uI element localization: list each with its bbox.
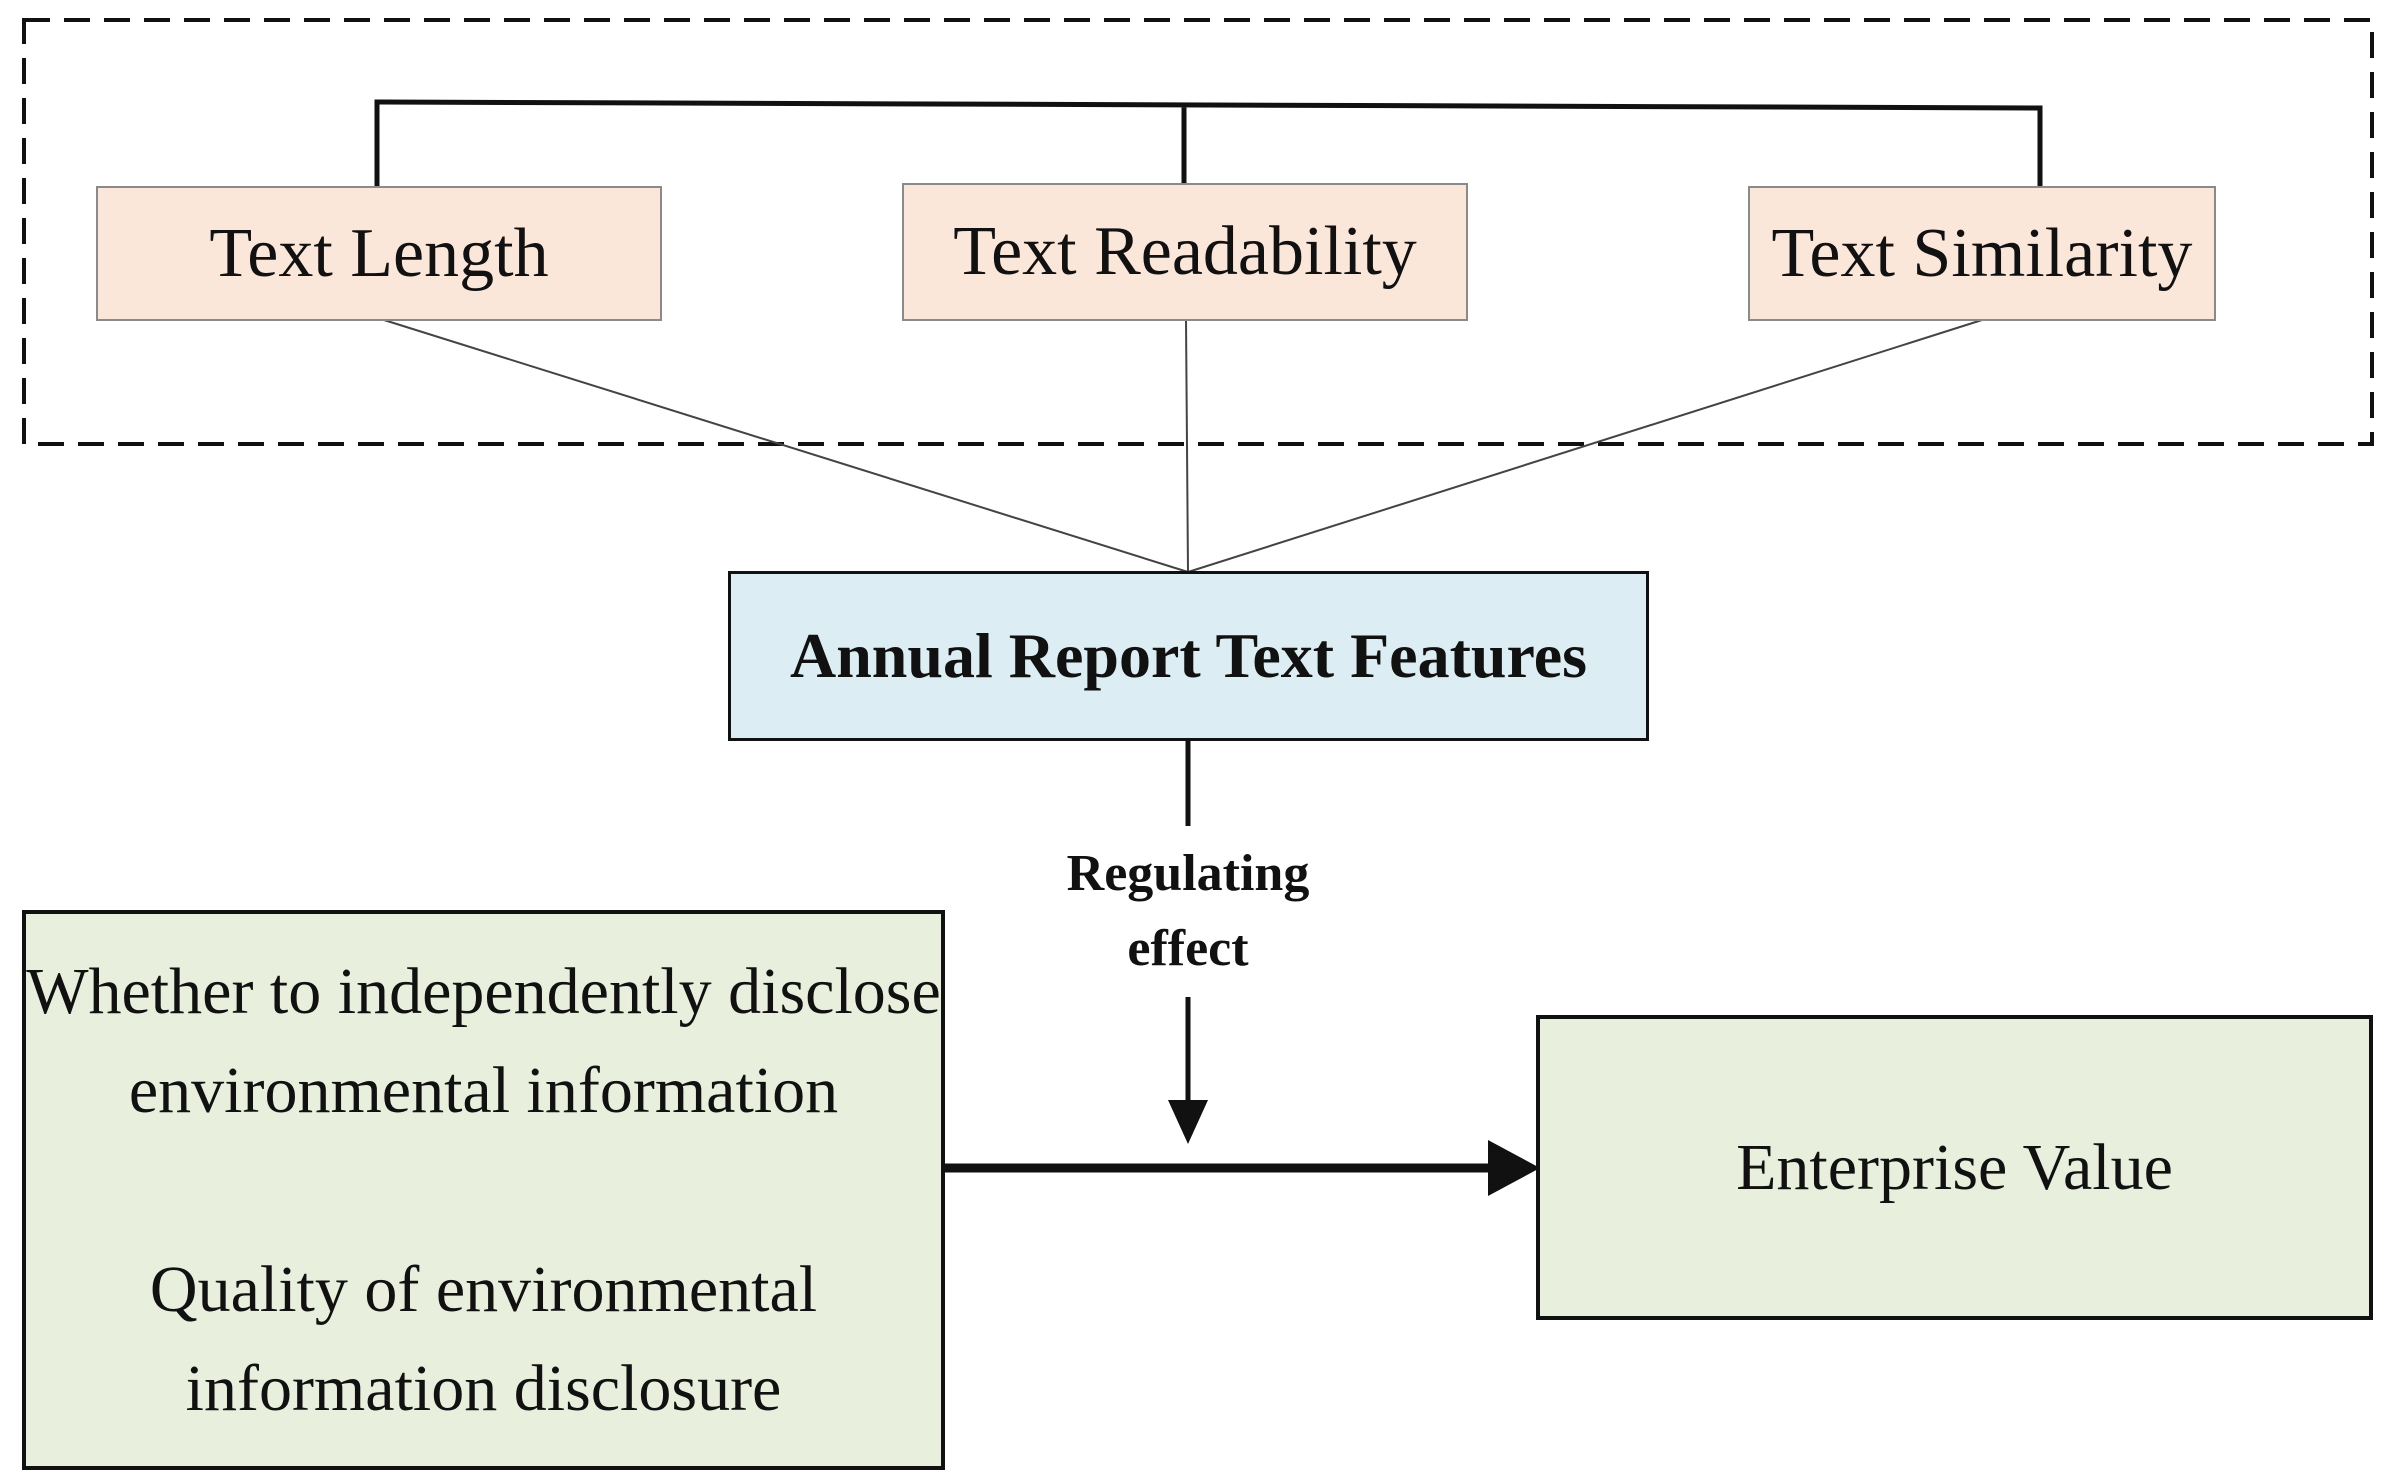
independent-line4: information disclosure	[185, 1352, 782, 1425]
feature-group-outline	[22, 18, 2374, 446]
feature-box-text-length: Text Length	[96, 186, 662, 321]
moderator-arrowhead	[1168, 1100, 1208, 1144]
dependent-label: Enterprise Value	[1736, 1131, 2173, 1204]
moderator-label-line2: effect	[1127, 920, 1249, 978]
feature-label-text-similarity: Text Similarity	[1771, 214, 2193, 292]
dependent-variable-box: Enterprise Value	[1536, 1015, 2373, 1320]
connector-similarity-to-central	[1187, 319, 1983, 573]
connector-length-to-central	[383, 319, 1189, 573]
feature-bracket	[374, 99, 2043, 187]
feature-box-text-similarity: Text Similarity	[1748, 186, 2216, 321]
connector-readability-to-central	[1185, 319, 1189, 573]
independent-line1: Whether to independently disclose	[26, 955, 941, 1028]
main-effect-arrowhead	[1488, 1140, 1540, 1196]
central-label: Annual Report Text Features	[789, 620, 1588, 691]
independent-variable-box: Whether to independently disclose enviro…	[22, 910, 945, 1470]
feature-label-text-length: Text Length	[209, 214, 549, 292]
feature-box-text-readability: Text Readability	[902, 183, 1468, 321]
independent-line2: environmental information	[128, 1054, 839, 1127]
feature-label-text-readability: Text Readability	[953, 213, 1417, 290]
independent-line3: Quality of environmental	[149, 1253, 818, 1326]
moderator-label-line1: Regulating	[1066, 845, 1310, 902]
central-box-annual-report: Annual Report Text Features	[728, 571, 1649, 741]
moderator-label: Regulating effect	[1028, 836, 1348, 996]
